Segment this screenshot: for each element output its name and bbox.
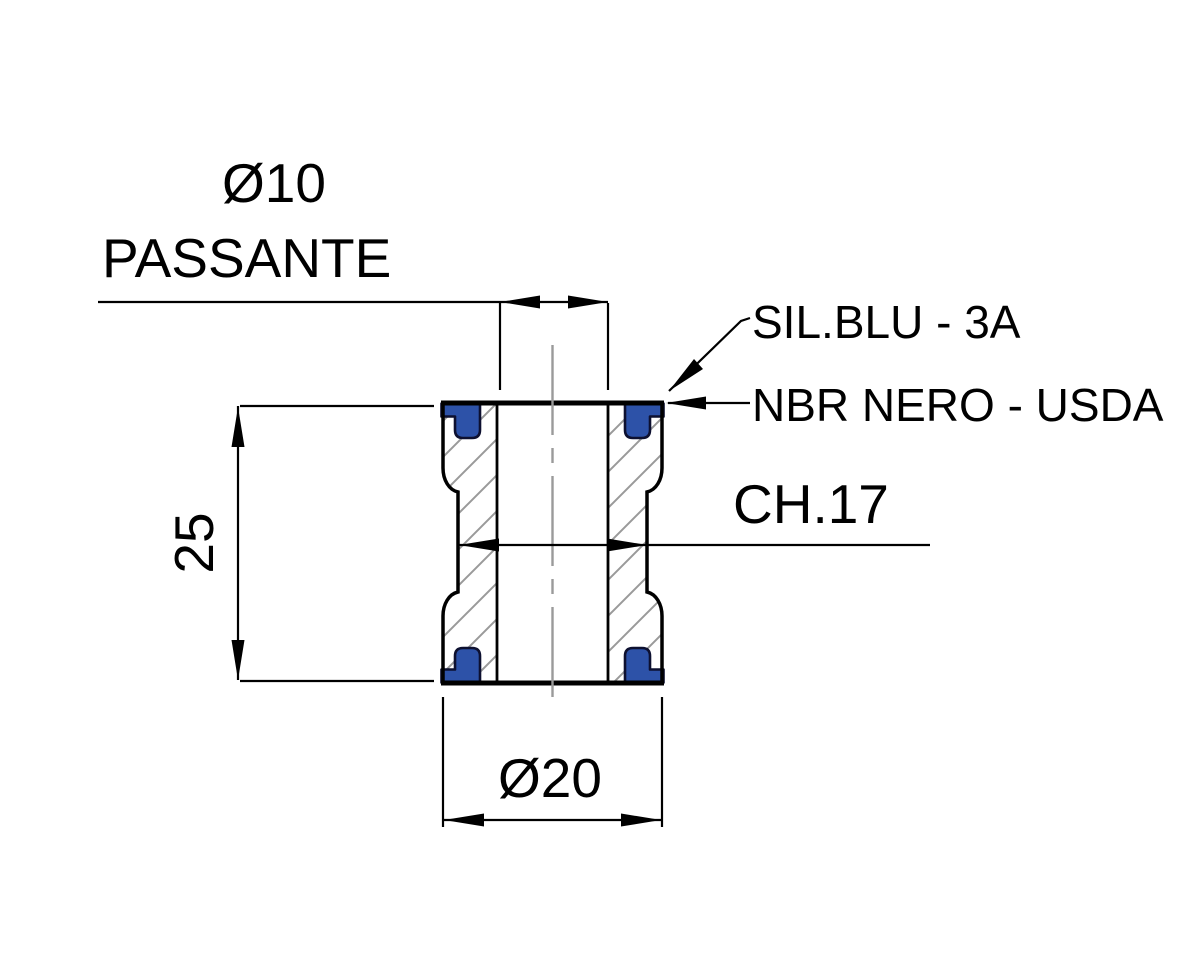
wrench-flats-value: CH.17 [733,473,889,535]
arrow-down [231,640,245,680]
arrow-left [444,813,484,827]
bore-note: PASSANTE [102,227,391,289]
dim-height: 25 [163,404,434,683]
bottom-seal-material-text: NBR NERO - USDA [752,379,1164,431]
outer-diameter-value: Ø20 [498,747,602,809]
height-value: 25 [163,512,225,573]
bore-diameter-value: Ø10 [222,152,326,214]
seal-bottom-right [623,646,665,684]
outer-profile-left [441,403,460,683]
dim-bore-diameter: Ø10 PASSANTE [98,152,610,390]
arrow-right [621,813,661,827]
leader-arrow [666,396,706,410]
arrow-left [459,538,499,552]
dim-wrench-flats: CH.17 [458,473,930,552]
top-seal-material-text: SIL.BLU - 3A [752,296,1021,348]
seal-bottom-left [440,646,482,684]
leader-arrow [669,359,703,391]
dim-outer-diameter: Ø20 [441,697,664,827]
outer-profile-right [645,403,664,683]
arrow-right [568,295,608,309]
seal-top-left [440,402,482,440]
label-bottom-seal-material: NBR NERO - USDA [666,379,1164,431]
arrow-up [231,407,245,447]
left-wall-hatch [443,403,497,683]
arrow-left [500,295,540,309]
part-section [440,400,665,686]
right-wall-hatch [608,403,662,683]
seal-top-right [623,402,665,440]
label-top-seal-material: SIL.BLU - 3A [668,296,1021,392]
arrow-right [607,538,647,552]
